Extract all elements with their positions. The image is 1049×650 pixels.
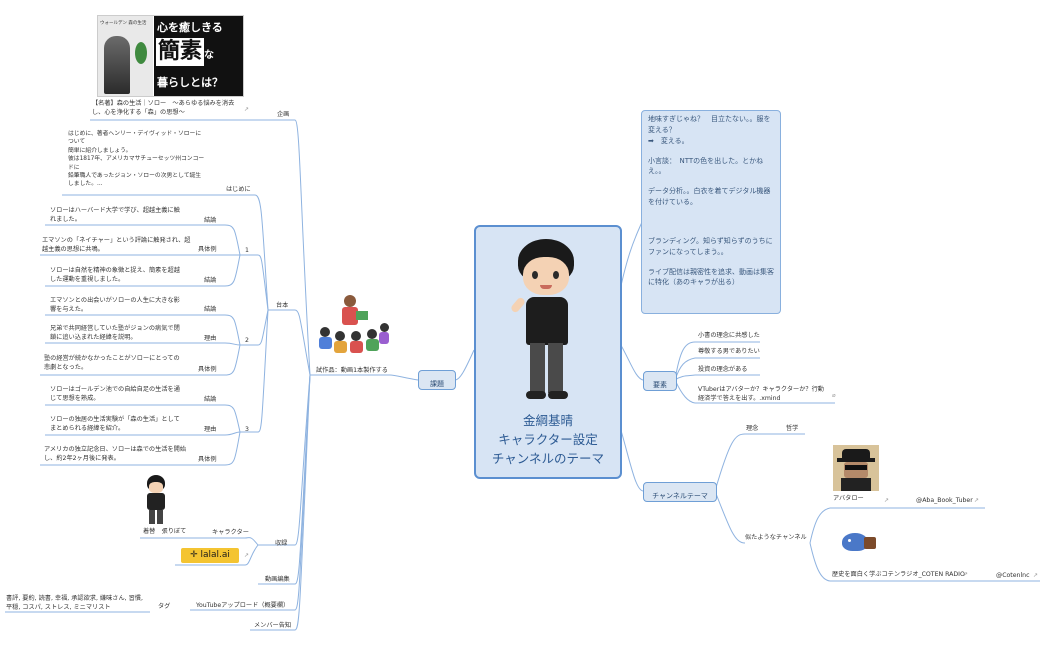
note-p2: 小言談： NTTの色を出した。とかねえ。。: [648, 156, 764, 176]
s1-ketsuron-label[interactable]: 結論: [204, 217, 217, 224]
s3-ketsuron-label[interactable]: 結論: [204, 396, 217, 403]
central-line1: 金綱基晴: [522, 413, 573, 428]
book-photo: ウォールデン 森の生活: [98, 16, 153, 96]
s2-ketsuron-label[interactable]: 結論: [204, 306, 217, 313]
coten-label[interactable]: 歴史を面白く学ぶコテンラジオ_COTEN RADIO: [832, 571, 965, 578]
douga-label[interactable]: 動画編集: [265, 576, 290, 583]
kikaku-title[interactable]: 【名著】森の生活｜ソロー ～あらゆる悩みを消去し、心を浄化する「森」の思想～: [92, 100, 235, 116]
tag-label[interactable]: タグ: [158, 603, 171, 610]
character-label[interactable]: キャラクター: [212, 529, 249, 536]
central-line2: キャラクター設定: [498, 432, 598, 447]
s1-ketsuron2-text[interactable]: ソローは自然を精神の象徴と捉え、簡素を超越した運動を重視しました。: [50, 267, 180, 283]
book-title-panel: 心を癒しきる 簡素な 暮らしとは？: [154, 16, 243, 96]
youso-item-1[interactable]: 小書の理念に共感した: [698, 332, 760, 339]
s1-gutairei-label[interactable]: 具体例: [198, 246, 217, 253]
youso-item-3[interactable]: 投資の理念がある: [698, 366, 748, 373]
s3-riyuu-text[interactable]: ソローの独居の生活実験が「森の生活」としてまとめられる経緯を紹介。: [50, 416, 180, 432]
avatar-image: [833, 445, 879, 491]
s2-gutairei-label[interactable]: 具体例: [198, 366, 217, 373]
s3-gutairei-text[interactable]: アメリカの独立記念日、ソローは森での生活を開始し、約2年2ヶ月後に発表。: [44, 446, 187, 462]
upload-label[interactable]: YouTubeアップロード（概要欄）: [196, 602, 290, 609]
shuroku-label[interactable]: 収録: [275, 540, 288, 547]
leaf-icon: [135, 42, 147, 64]
s1-gutaireil-text[interactable]: エマソンの「ネイチャー」という評論に触発され、超越主義の思想に共鳴。: [42, 237, 191, 253]
tetsugaku-label[interactable]: 哲学: [786, 425, 799, 432]
member-label[interactable]: メンバー告知: [254, 622, 292, 629]
section-number-1[interactable]: 1: [245, 247, 249, 254]
lalal-label: lalal.ai: [200, 550, 230, 560]
youso-node[interactable]: 要素: [643, 371, 677, 391]
link-icon[interactable]: ↗: [884, 497, 890, 504]
section-number-3[interactable]: 3: [245, 426, 249, 433]
children-reading-illustration: [318, 293, 390, 359]
coten-handle[interactable]: @Cotenlnc: [996, 572, 1030, 579]
youso-item-4[interactable]: VTuberはアバターか？キャラクターか？行動経済学で答えを出す。.xmind: [698, 386, 824, 402]
daihon-label[interactable]: 台本: [276, 302, 289, 309]
tags-text[interactable]: 書評, 要約, 読書, 幸福, 承認欲求, 嫌味さん, 習慣, 平穏, コスパ,…: [6, 595, 143, 611]
hajimeni-label[interactable]: はじめに: [226, 186, 251, 193]
shisakuhin-label[interactable]: 試作品：動画1本製作する: [316, 367, 388, 374]
channel-theme-label: チャンネルテーマ: [652, 492, 708, 500]
s3-riyuu-label[interactable]: 理由: [204, 426, 217, 433]
link-icon[interactable]: ↗: [244, 552, 250, 559]
note-box[interactable]: 地味すぎじゃね？ 目立たない。。服を変える？ ➡ 変える。 小言談： NTTの色…: [641, 110, 781, 314]
s2-gutairei-text[interactable]: 塾の経営が続かなかったことがソローにとっての悲劇となった。: [44, 355, 180, 371]
note-p3: データ分析。。白衣を着てデジタル機器を付けている。: [648, 187, 771, 207]
book-title-line2: 簡素な: [156, 38, 214, 66]
central-topic-node[interactable]: 金綱基晴 キャラクター設定 チャンネルのテーマ: [474, 225, 622, 479]
central-line3: チャンネルのテーマ: [491, 451, 605, 466]
lalal-plus-icon: ✛: [190, 550, 201, 560]
s2-riyuu-text[interactable]: 兄弟で共同経営していた塾がジョンの病気で閉鎖に追い込まれた経緯を説明。: [50, 325, 180, 341]
note-p5: ライブ配信は親密性を追求、動画は集客に特化（あのキャラが出る）: [648, 267, 774, 287]
book-title-na: な: [204, 50, 215, 61]
youso-label: 要素: [653, 381, 667, 389]
kadai-node[interactable]: 課題: [418, 370, 456, 390]
book-title-line1: 心を癒しきる: [157, 21, 223, 34]
avatar-label[interactable]: アバタロー: [833, 495, 864, 502]
book-cover-image: ウォールデン 森の生活 心を癒しきる 簡素な 暮らしとは？: [97, 15, 244, 97]
rinen-label[interactable]: 理念: [746, 425, 759, 432]
section-number-2[interactable]: 2: [245, 337, 249, 344]
note-p1: 地味すぎじゃね？ 目立たない。。服を変える？ ➡ 変える。: [648, 115, 771, 145]
central-title: 金綱基晴 キャラクター設定 チャンネルのテーマ: [476, 411, 620, 468]
s1-ketsuron-text[interactable]: ソローはハーバード大学で学び、超越主義に触れました。: [50, 207, 180, 223]
s2-ketsuron-text[interactable]: エマソンとの出会いがソローの人生に大きな影響を与えた。: [50, 297, 180, 313]
lalal-badge[interactable]: ✛ lalal.ai: [181, 548, 239, 563]
book-title-kanso: 簡素: [156, 38, 205, 66]
book-title-line3: 暮らしとは？: [157, 76, 223, 89]
kadai-label: 課題: [430, 380, 444, 388]
book-top-label: ウォールデン 森の生活: [100, 21, 147, 26]
coten-logo-image: [838, 527, 878, 555]
s3-ketsuron-text[interactable]: ソローはゴールデン池での自給自足の生活を通じて思想を熟成。: [50, 386, 180, 402]
s2-riyuu-label[interactable]: 理由: [204, 335, 217, 342]
attachment-icon[interactable]: ⌀: [832, 392, 836, 399]
s1-ketsuron2-label[interactable]: 結論: [204, 277, 217, 284]
s3-gutairei-label[interactable]: 具体例: [198, 456, 217, 463]
link-icon[interactable]: ↗: [1033, 572, 1039, 579]
link-icon[interactable]: ↗: [963, 571, 969, 578]
thoreau-portrait-image: [104, 36, 130, 94]
character-caption[interactable]: 着替 張りぼて: [143, 528, 187, 535]
avatar-handle[interactable]: @Aba_Book_Tuber: [916, 497, 973, 504]
note-p4: ブランディング。知らず知らずのうちにファンになってしまう。。: [648, 236, 773, 256]
youso-item-2[interactable]: 尊敬する男でありたい: [698, 348, 760, 355]
link-icon[interactable]: ↗: [974, 497, 980, 504]
similar-channel-label[interactable]: 似たようなチャンネル: [745, 534, 807, 541]
kikaku-label[interactable]: 企画: [277, 111, 290, 118]
hajimeni-text[interactable]: はじめに、著者ヘンリー・デイヴィッド・ソローについて 簡単に紹介しましょう。 彼…: [68, 131, 205, 188]
character-small-image: [143, 475, 169, 525]
channel-theme-node[interactable]: チャンネルテーマ: [643, 482, 717, 502]
central-character-image: [508, 239, 588, 409]
link-icon[interactable]: ↗: [244, 106, 250, 113]
